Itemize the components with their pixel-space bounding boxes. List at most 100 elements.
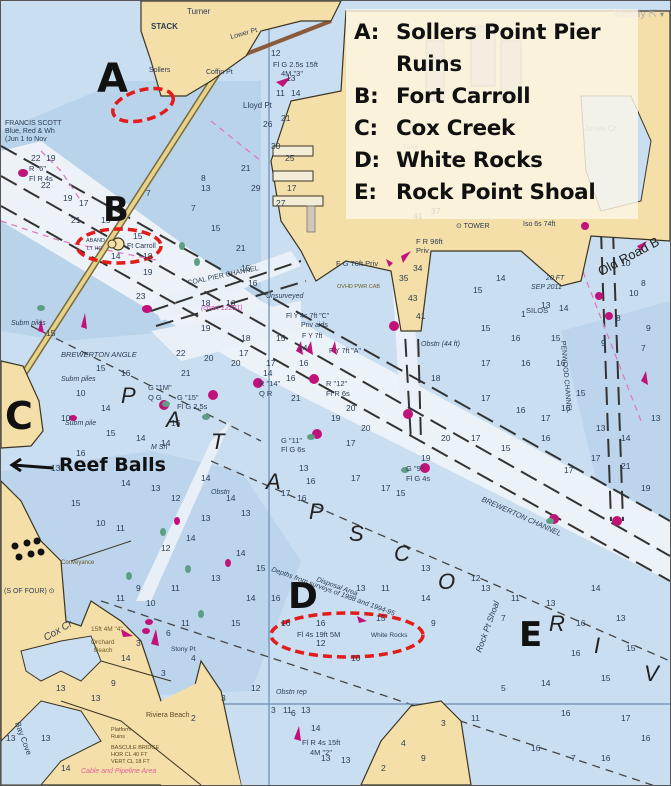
marker-d: D (288, 576, 318, 617)
svg-text:19: 19 (46, 153, 56, 163)
svg-text:Obstn rep: Obstn rep (276, 689, 307, 696)
svg-text:15: 15 (576, 388, 586, 398)
svg-text:16: 16 (76, 448, 86, 458)
svg-text:17: 17 (79, 198, 89, 208)
svg-text:43: 43 (408, 293, 418, 303)
svg-text:14: 14 (291, 88, 301, 98)
svg-text:10: 10 (76, 388, 86, 398)
svg-text:16: 16 (316, 618, 326, 628)
svg-text:R: R (549, 611, 565, 636)
svg-text:Subm piles: Subm piles (61, 376, 96, 383)
svg-text:White Rocks: White Rocks (371, 632, 408, 639)
svg-text:11: 11 (511, 593, 520, 603)
svg-text:16: 16 (576, 618, 586, 628)
svg-text:17: 17 (239, 348, 249, 358)
svg-text:8: 8 (641, 278, 646, 288)
svg-text:7: 7 (641, 343, 646, 353)
svg-text:15: 15 (376, 613, 386, 623)
chevron-down-icon[interactable]: ▾ (659, 10, 664, 19)
svg-text:13: 13 (91, 693, 101, 703)
svg-text:2: 2 (381, 763, 386, 773)
svg-text:Riviera Beach: Riviera Beach (146, 712, 190, 719)
svg-text:16: 16 (299, 358, 309, 368)
svg-text:BASCULE BRIDGE: BASCULE BRIDGE (111, 745, 160, 751)
svg-text:Cable and Pipeline Area: Cable and Pipeline Area (81, 768, 156, 775)
svg-text:13: 13 (321, 753, 331, 763)
svg-text:F G 70ft Priv: F G 70ft Priv (336, 259, 378, 268)
svg-text:13: 13 (356, 583, 366, 593)
svg-text:13: 13 (421, 563, 431, 573)
svg-text:17: 17 (281, 488, 291, 498)
site-legend: A: Sollers Point Pier Ruins B: Fort Carr… (346, 9, 638, 219)
svg-text:14: 14 (541, 678, 551, 688)
svg-text:R "14": R "14" (259, 379, 281, 388)
svg-text:6: 6 (291, 708, 296, 718)
svg-text:15: 15 (101, 215, 111, 225)
svg-text:16: 16 (226, 298, 236, 308)
legend-item-a-cont: Ruins (354, 49, 632, 81)
legend-key: C: (354, 116, 378, 141)
svg-text:M Sh: M Sh (151, 444, 167, 451)
svg-text:20: 20 (361, 423, 371, 433)
svg-text:HOR CL 40 FT: HOR CL 40 FT (111, 752, 148, 758)
svg-text:11: 11 (283, 705, 292, 715)
svg-text:15: 15 (231, 618, 241, 628)
svg-text:BREWERTON ANGLE: BREWERTON ANGLE (61, 350, 138, 359)
svg-text:9: 9 (111, 678, 116, 688)
svg-text:16: 16 (601, 753, 611, 763)
legend-item-b: B: Fort Carroll (354, 81, 632, 113)
svg-text:17: 17 (471, 433, 481, 443)
svg-text:16: 16 (511, 333, 521, 343)
svg-text:Fl G 2.5s: Fl G 2.5s (177, 402, 208, 411)
svg-text:10: 10 (351, 653, 361, 663)
svg-text:10: 10 (61, 413, 71, 423)
svg-text:22: 22 (41, 180, 51, 190)
svg-text:21: 21 (241, 163, 251, 173)
svg-text:16: 16 (271, 593, 281, 603)
label-stack: STACK (151, 22, 178, 31)
svg-text:Fl 4s 19ft 5M: Fl 4s 19ft 5M (297, 630, 340, 639)
svg-text:19: 19 (421, 453, 431, 463)
svg-text:3: 3 (441, 718, 446, 728)
svg-text:(chart 12281): (chart 12281) (201, 305, 243, 312)
legend-label: White Rocks (396, 148, 543, 173)
svg-text:OVHD PWR CAB: OVHD PWR CAB (337, 284, 380, 290)
svg-text:13: 13 (201, 513, 211, 523)
svg-text:16: 16 (516, 405, 526, 415)
svg-text:11: 11 (381, 583, 390, 593)
svg-text:Conveyance: Conveyance (61, 560, 95, 566)
legend-key: D: (354, 148, 380, 173)
svg-text:14: 14 (496, 273, 506, 283)
legend-key: A: (354, 20, 380, 45)
svg-text:Subm pile: Subm pile (65, 420, 96, 427)
svg-text:14: 14 (136, 433, 146, 443)
svg-text:Fl G 6s: Fl G 6s (281, 445, 305, 454)
svg-text:G "1M": G "1M" (148, 383, 172, 392)
legend-label: Fort Carroll (396, 84, 531, 109)
svg-text:Unsurveyed: Unsurveyed (266, 293, 304, 300)
svg-text:Fl G 2.5s 15ft: Fl G 2.5s 15ft (273, 60, 319, 69)
svg-text:G "9": G "9" (406, 464, 424, 473)
svg-text:20: 20 (204, 353, 214, 363)
legend-label: Cox Creek (396, 116, 516, 141)
svg-text:16: 16 (571, 648, 581, 658)
svg-text:7: 7 (191, 203, 196, 213)
svg-text:21: 21 (281, 113, 291, 123)
svg-text:(S OF FOUR) ⊙: (S OF FOUR) ⊙ (4, 588, 55, 595)
svg-text:Fl R 4s 15ft: Fl R 4s 15ft (302, 738, 341, 747)
svg-text:17: 17 (351, 473, 361, 483)
legend-label: Rock Point Shoal (396, 180, 596, 205)
marker-e: E (519, 615, 543, 655)
svg-text:11: 11 (116, 523, 125, 533)
svg-text:13: 13 (41, 733, 51, 743)
svg-text:8: 8 (616, 313, 621, 323)
svg-text:17: 17 (481, 358, 491, 368)
svg-text:Obstn (44 ft): Obstn (44 ft) (421, 341, 460, 348)
svg-text:11: 11 (171, 583, 180, 593)
svg-text:Q R: Q R (259, 389, 273, 398)
svg-text:13: 13 (546, 598, 556, 608)
svg-text:18: 18 (241, 333, 251, 343)
svg-text:Ruins: Ruins (111, 734, 125, 740)
svg-text:Fl R 6s: Fl R 6s (326, 389, 350, 398)
